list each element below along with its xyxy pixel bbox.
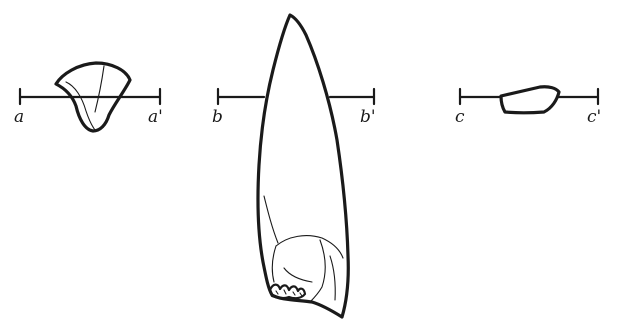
cross-section-a (54, 61, 132, 133)
cross-section-c-highlight-2 (538, 92, 551, 101)
blade-outline (256, 13, 350, 319)
label-a-prime: a' (148, 107, 163, 127)
label-c-prime: c' (587, 107, 601, 127)
scar-line-3 (271, 245, 277, 283)
section-b: b b' (212, 87, 376, 127)
label-b: b (212, 107, 223, 127)
scar-line-4 (309, 239, 326, 303)
butt-damage-dots (275, 289, 303, 297)
section-c: c c' (455, 85, 601, 127)
scar-line-5 (329, 255, 336, 301)
butt-damage (268, 283, 307, 300)
label-c: c (455, 107, 465, 127)
scar-line-1 (263, 195, 279, 244)
scar-line-6 (283, 267, 313, 283)
scar-line-2 (275, 235, 344, 259)
section-a: a a' (14, 61, 163, 133)
ridge-line-a2 (94, 65, 105, 113)
cross-section-c-highlight (511, 97, 529, 105)
blade-plan-view (256, 13, 350, 319)
ridge-line-a (65, 81, 96, 131)
label-a: a (14, 107, 24, 127)
cross-section-c (499, 85, 561, 115)
label-b-prime: b' (360, 107, 376, 127)
